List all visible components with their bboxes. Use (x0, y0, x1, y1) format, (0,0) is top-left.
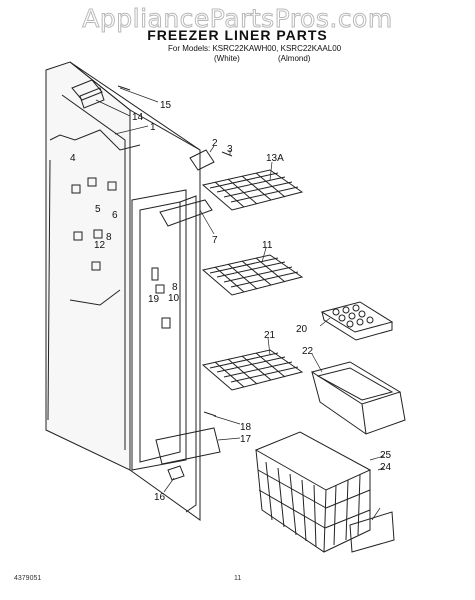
callout-19: 19 (148, 294, 160, 305)
callout-2: 2 (212, 138, 218, 149)
callout-10: 10 (168, 293, 180, 304)
callout-1: 1 (150, 122, 156, 133)
basket-front (349, 511, 395, 553)
freezer-liner (45, 61, 201, 521)
callout-22: 22 (302, 346, 314, 357)
model-numbers: For Models: KSRC22KAWH00, KSRC22KAAL00 (168, 44, 342, 53)
page-number: 11 (234, 575, 242, 582)
color-almond-label: (Almond) (278, 54, 311, 63)
callout-14: 14 (132, 112, 144, 123)
callout-11: 11 (262, 240, 273, 251)
callout-6: 6 (112, 210, 118, 221)
wire-shelf-lower (201, 349, 304, 391)
ice-cube-tray (320, 301, 394, 341)
wire-shelf-middle (201, 254, 304, 296)
leader-lines (95, 87, 385, 521)
wire-shelf-upper (201, 169, 304, 211)
lower-trim (155, 411, 221, 465)
callout-20: 20 (296, 324, 308, 335)
watermark: AppliancePartsPros.com (82, 4, 393, 34)
callout-24: 24 (380, 462, 392, 473)
callout-12: 12 (94, 240, 106, 251)
liner-trim (159, 199, 213, 227)
callout-7: 7 (212, 235, 218, 246)
callout-15: 15 (160, 100, 172, 111)
document-number: 4379051 (14, 575, 42, 582)
callout-25: 25 (380, 450, 392, 461)
callout-13a: 13A (266, 153, 284, 164)
color-white-label: (White) (214, 54, 240, 63)
shelf-bracket (189, 149, 233, 171)
wire-basket (254, 431, 372, 553)
diagram-title: FREEZER LINER PARTS (147, 27, 328, 43)
glide (167, 465, 185, 481)
liner-shelf-supports (71, 177, 171, 329)
callout-17: 17 (240, 434, 252, 445)
top-bracket (71, 79, 131, 109)
storage-bin (310, 361, 406, 435)
callout-16: 16 (154, 492, 166, 503)
callout-8b: 8 (172, 282, 178, 293)
callout-21: 21 (264, 330, 276, 341)
callout-5: 5 (95, 204, 101, 215)
callout-4: 4 (70, 153, 76, 164)
callout-3: 3 (227, 144, 233, 155)
callout-8a: 8 (106, 232, 112, 243)
callout-18: 18 (240, 422, 252, 433)
